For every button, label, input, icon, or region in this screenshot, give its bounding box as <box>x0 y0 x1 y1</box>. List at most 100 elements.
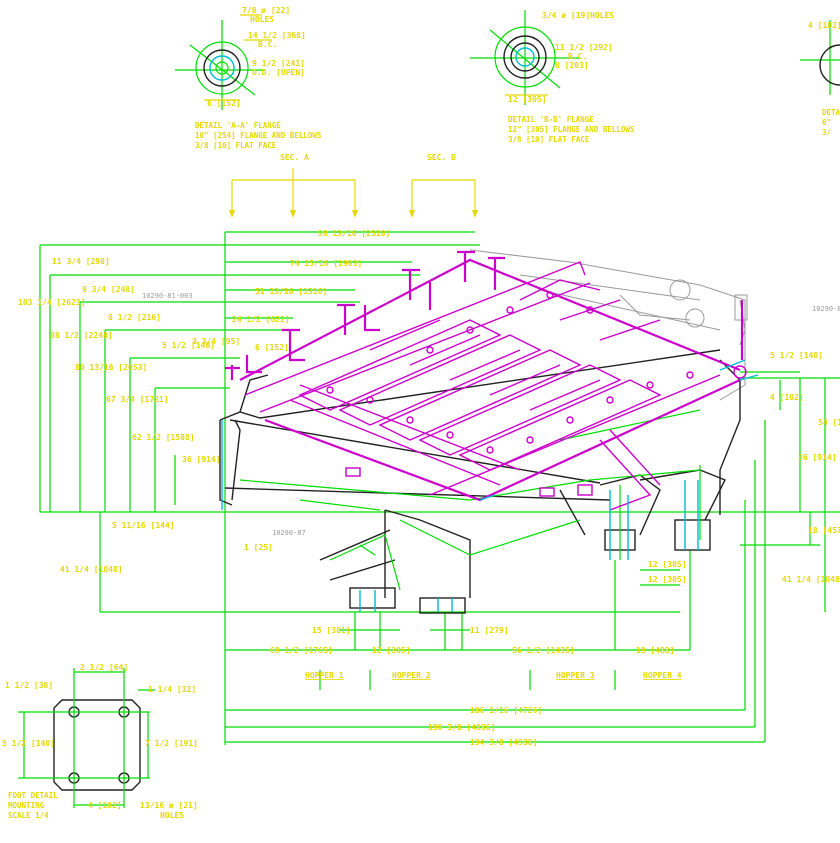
foot-dim-5: 7 1/2 [191] <box>145 739 198 748</box>
flange-b-dim-bc-label: B.C. <box>568 52 587 61</box>
flange-detail-c: 4 [102] DETAIL 6" 3/ <box>800 20 840 137</box>
dim-left-lower-2: 1 [25] <box>244 543 273 552</box>
flange-a-caption-line3: 3/8 [10] FLAT FACE <box>195 141 277 150</box>
horizontal-dimension-lines <box>40 231 840 613</box>
section-label-a: SEC. A <box>280 153 309 162</box>
dim-left-vert-4: 67 3/4 [1721] <box>106 395 169 404</box>
dim-bottom-3: 69 1/2 [1765] <box>270 646 333 655</box>
dim-overall-3: 194 3/8 [4938] <box>470 738 537 747</box>
center-dimension-text: 12 [305] 12 [305] 6 [152] <box>255 343 687 584</box>
flange-a-caption-line2: 10" [254] FLANGE AND BELLOWS <box>195 131 322 140</box>
dim-top-4: 24 1/2 [622] <box>232 315 290 324</box>
ref-1: 10290-81-003 <box>142 292 193 300</box>
dim-bottom-2: 11 [279] <box>470 626 509 635</box>
bottom-dimension-text: 15 [381] 11 [279] 69 1/2 [1765] 12 [305]… <box>270 626 675 747</box>
dim-left-vert-2: 88 1/2 [2248] <box>50 331 113 340</box>
dim-overall-2: 190 3/8 [4836] <box>428 723 495 732</box>
foot-detail: 2 1/2 [64] 1 1/2 [38] 1 1/4 [32] 5 1/2 [… <box>2 663 198 820</box>
left-dimension-text: 11 3/4 [298] 9 3/4 [248] 8 1/2 [216] 5 1… <box>18 257 273 574</box>
dim-bottom-6: 19 [483] <box>636 646 675 655</box>
dim-bottom-5: 56 1/2 [1435] <box>512 646 575 655</box>
machine-frame <box>219 349 741 614</box>
dim-left-4: 5 1/2 [140] <box>162 341 215 350</box>
dim-left-vert-5: 62 1/2 [1588] <box>132 433 195 442</box>
flange-c-dim: 4 [102] <box>808 21 840 30</box>
foot-dim-holes-label: HOLES <box>160 811 184 820</box>
foot-dim-holes: 13/16 ø [21] <box>140 801 198 810</box>
dim-bottom-1: 15 [381] <box>312 626 351 635</box>
flange-a-dim-bc: 14 1/2 [368] <box>248 31 306 40</box>
right-dimension-text: 5 1/2 [140] 4 [102] 36 [914] 18 [457] 41… <box>770 351 840 584</box>
dim-overall-1: 186 1/16 [4726] <box>470 706 542 715</box>
flange-b-dim-width: 12 [305] <box>508 95 547 104</box>
dim-top-2: 74 15/16 [1903] <box>290 259 362 268</box>
foot-caption-title: FOOT DETAIL <box>8 791 58 800</box>
flange-b-caption-title: DETAIL 'B-B' FLANGE <box>508 115 594 124</box>
flange-a-dim-bc-label: B.C. <box>258 40 277 49</box>
dim-top-3: 51 13/16 [1316] <box>255 287 327 296</box>
hopper-label-2: HOPPER 2 <box>392 671 431 680</box>
dim-left-5: 3 3/4 [95] <box>192 337 240 346</box>
flange-c-caption-line3: 3/ <box>822 128 832 137</box>
dim-left-1: 11 3/4 [298] <box>52 257 110 266</box>
right-vertical-dimension-lines <box>740 378 826 612</box>
flange-detail-b: 3/4 ø [19] HOLES 11 1/2 [292] B.C. 8 [20… <box>470 10 635 144</box>
bottom-dimension-lines <box>225 420 766 743</box>
dim-right-5: 41 1/4 [1048] <box>782 575 840 584</box>
dim-left-vert-6: 36 [914] <box>182 455 221 464</box>
dim-right-2: 4 [102] <box>770 393 804 402</box>
hopper-labels: HOPPER 1 HOPPER 2 HOPPER 3 HOPPER 4 <box>305 671 682 680</box>
dim-left-vert-3: 80 13/16 [2053] <box>75 363 147 372</box>
flange-a-dim-holes: 7/8 ø [22] <box>242 6 290 15</box>
flange-c-caption-line2: 6" <box>822 118 831 127</box>
ref-2: 10290-87 <box>272 529 306 537</box>
flange-a-caption-title: DETAIL 'A-A' FLANGE <box>195 121 281 130</box>
flange-a-dim-od: 9 1/2 [241] <box>252 59 305 68</box>
hopper-panels <box>239 409 701 591</box>
foot-dim-4: 5 1/2 [140] <box>2 739 55 748</box>
dim-right-6: 54 [1372] <box>818 418 840 427</box>
dim-bottom-4: 12 [305] <box>372 646 411 655</box>
dim-left-lower-1: 5 11/16 [144] <box>112 521 175 530</box>
flange-b-caption-line3: 3/8 [10] FLAT FACE <box>508 135 590 144</box>
foot-dim-2: 1 1/2 [38] <box>5 681 53 690</box>
foot-dim-3: 1 1/4 [32] <box>148 685 196 694</box>
top-dimension-text: 98 13/16 [2510] 74 15/16 [1903] 51 13/16… <box>232 229 390 324</box>
dim-right-4: 18 [457] <box>808 526 840 535</box>
dim-left-lower-3: 41 1/4 [1048] <box>60 565 123 574</box>
support-legs <box>221 359 759 612</box>
flange-a-dim-holes-label: HOLES <box>250 15 274 24</box>
ref-3: 10290-81-001 <box>812 305 840 313</box>
foot-caption-line3: SCALE 1/4 <box>8 811 49 820</box>
dim-center-3: 6 [152] <box>255 343 289 352</box>
hopper-label-1: HOPPER 1 <box>305 671 344 680</box>
dim-left-3: 8 1/2 [216] <box>108 313 161 322</box>
hopper-label-4: HOPPER 4 <box>643 671 682 680</box>
section-label-b: SEC. B <box>427 153 456 162</box>
flange-c-caption-title: DETAIL <box>822 108 840 117</box>
dim-left-vert-1: 103 1/4 [2623] <box>18 298 85 307</box>
flange-b-dim-holes: 3/4 ø [19] <box>542 11 590 20</box>
foot-dim-6: 4 [102] <box>88 801 122 810</box>
screen-housing <box>469 249 748 401</box>
section-markers: SEC. A SEC. B <box>229 153 478 218</box>
left-vertical-dimension-lines <box>39 232 226 745</box>
flange-a-dim-open: O.D. [OPEN] <box>252 68 305 77</box>
flange-b-dim-od: 8 [203] <box>555 61 589 70</box>
flange-b-dim-bc: 11 1/2 [292] <box>555 43 613 52</box>
flange-b-caption-line2: 12" [305] FLANGE AND BELLOWS <box>508 125 635 134</box>
dim-center-1: 12 [305] <box>648 560 687 569</box>
foot-dim-1: 2 1/2 [64] <box>80 663 128 672</box>
hopper-label-3: HOPPER 3 <box>556 671 595 680</box>
dim-right-1: 5 1/2 [140] <box>770 351 823 360</box>
flange-detail-a: 7/8 ø [22] HOLES 14 1/2 [368] B.C. 9 1/2… <box>175 6 322 150</box>
dim-right-3: 36 [914] <box>798 453 837 462</box>
reference-numbers: 10290-81-003 10290-87 10290-81-001 <box>142 292 840 537</box>
dim-left-2: 9 3/4 [248] <box>82 285 135 294</box>
flange-a-dim-width: 6 [152] <box>207 99 241 108</box>
dim-top-1: 98 13/16 [2510] <box>318 229 390 238</box>
flange-b-dim-holes-label: HOLES <box>590 11 614 20</box>
dim-center-2: 12 [305] <box>648 575 687 584</box>
foot-caption-line2: MOUNTING <box>8 801 45 810</box>
